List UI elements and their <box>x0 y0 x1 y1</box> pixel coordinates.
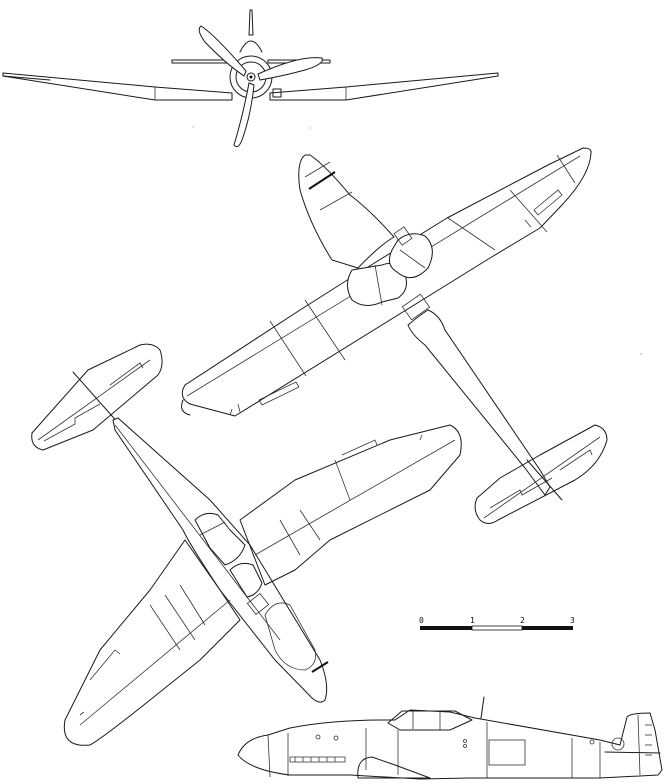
scale-segment-black-2 <box>522 626 573 630</box>
bottom-view <box>31 343 462 746</box>
scale-label-2: 2 <box>520 616 525 625</box>
top-view <box>181 147 608 524</box>
scale-segment-black-1 <box>420 626 472 630</box>
scale-segment-white <box>471 625 523 631</box>
scale-bar: 0 1 2 3 <box>419 616 575 631</box>
scale-label-1: 1 <box>470 616 475 625</box>
side-view <box>237 696 663 780</box>
front-view <box>2 9 499 148</box>
specks <box>192 126 642 355</box>
scale-label-0: 0 <box>419 616 424 625</box>
scale-label-3: 3 <box>570 616 575 625</box>
